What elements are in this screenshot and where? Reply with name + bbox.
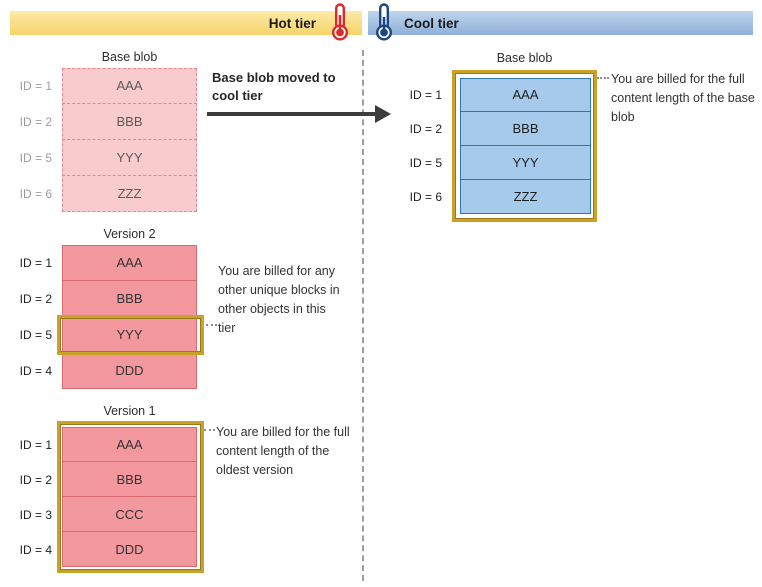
version1-title: Version 1 bbox=[103, 404, 156, 418]
block-row: ID = 3 CCC bbox=[10, 497, 220, 532]
block-row: ID = 5 YYY bbox=[401, 146, 611, 180]
block-cell: AAA bbox=[62, 68, 197, 104]
version1-table: ID = 1 AAA ID = 2 BBB ID = 3 CCC ID = 4 DDD bbox=[10, 427, 220, 567]
version1-annotation-connector bbox=[204, 429, 215, 431]
block-row: ID = 6 ZZZ bbox=[10, 176, 220, 212]
block-row: ID = 4 DDD bbox=[10, 353, 220, 389]
block-id-label: ID = 1 bbox=[19, 79, 52, 93]
hot-thermometer-icon bbox=[331, 3, 349, 41]
block-cell: DDD bbox=[62, 353, 197, 389]
block-cell: YYY bbox=[62, 140, 197, 176]
version1-annotation: You are billed for the full content leng… bbox=[216, 425, 350, 477]
block-id-label: ID = 5 bbox=[19, 328, 52, 342]
version2-title: Version 2 bbox=[103, 227, 156, 241]
block-id-label: ID = 5 bbox=[19, 151, 52, 165]
cool-tier-header: Cool tier bbox=[368, 11, 753, 35]
cool-thermometer-icon bbox=[375, 3, 393, 41]
block-cell: CCC bbox=[62, 497, 197, 532]
block-id-label: ID = 4 bbox=[19, 542, 52, 557]
block-row: ID = 5 YYY bbox=[10, 140, 220, 176]
block-id-label: ID = 6 bbox=[19, 187, 52, 201]
cool-base-annotation: You are billed for the full content leng… bbox=[611, 72, 755, 124]
block-row: ID = 5 YYY bbox=[10, 317, 220, 353]
block-cell: YYY bbox=[62, 317, 197, 353]
hot-tier-header: Hot tier bbox=[10, 11, 362, 35]
hot-base-blob-title: Base blob bbox=[101, 50, 158, 64]
block-cell: BBB bbox=[62, 104, 197, 140]
block-row: ID = 2 BBB bbox=[10, 462, 220, 497]
block-row: ID = 1 AAA bbox=[10, 68, 220, 104]
move-arrow-head bbox=[375, 105, 391, 123]
block-cell: AAA bbox=[460, 78, 591, 112]
block-row: ID = 1 AAA bbox=[401, 78, 611, 112]
version2-annotation: You are billed for any other unique bloc… bbox=[218, 264, 340, 335]
block-row: ID = 2 BBB bbox=[10, 104, 220, 140]
block-id-label: ID = 5 bbox=[409, 156, 442, 170]
block-id-label: ID = 2 bbox=[19, 292, 52, 306]
cool-base-blob-table: ID = 1 AAA ID = 2 BBB ID = 5 YYY ID = 6 ZZZ bbox=[401, 78, 611, 214]
tier-separator-dashed-line bbox=[362, 50, 364, 581]
block-row: ID = 4 DDD bbox=[10, 532, 220, 567]
block-id-label: ID = 1 bbox=[19, 437, 52, 452]
version2-annotation-connector bbox=[206, 324, 217, 326]
cool-tier-label: Cool tier bbox=[404, 15, 459, 31]
block-cell: DDD bbox=[62, 532, 197, 567]
block-id-label: ID = 1 bbox=[409, 88, 442, 102]
block-id-label: ID = 2 bbox=[19, 115, 52, 129]
cool-base-annotation-connector bbox=[597, 77, 609, 79]
cool-base-blob-title: Base blob bbox=[496, 51, 553, 65]
block-cell: BBB bbox=[62, 281, 197, 317]
block-id-label: ID = 6 bbox=[409, 190, 442, 204]
block-row: ID = 2 BBB bbox=[10, 281, 220, 317]
block-id-label: ID = 1 bbox=[19, 256, 52, 270]
block-row: ID = 1 AAA bbox=[10, 245, 220, 281]
move-annotation: Base blob moved to cool tier bbox=[212, 70, 336, 103]
hot-base-blob-table: ID = 1 AAA ID = 2 BBB ID = 5 YYY ID = 6 ZZZ bbox=[10, 68, 220, 212]
block-row: ID = 6 ZZZ bbox=[401, 180, 611, 214]
block-cell: BBB bbox=[62, 462, 197, 497]
block-cell: AAA bbox=[62, 245, 197, 281]
block-id-label: ID = 2 bbox=[19, 472, 52, 487]
block-cell: ZZZ bbox=[62, 176, 197, 212]
block-id-label: ID = 4 bbox=[19, 364, 52, 378]
block-row: ID = 1 AAA bbox=[10, 427, 220, 462]
block-row: ID = 2 BBB bbox=[401, 112, 611, 146]
hot-tier-label: Hot tier bbox=[268, 15, 316, 31]
block-id-label: ID = 2 bbox=[409, 122, 442, 136]
block-cell: BBB bbox=[460, 112, 591, 146]
block-id-label: ID = 3 bbox=[19, 507, 52, 522]
block-cell: ZZZ bbox=[460, 180, 591, 214]
move-arrow bbox=[207, 112, 377, 116]
block-cell: AAA bbox=[62, 427, 197, 462]
version2-table: ID = 1 AAA ID = 2 BBB ID = 5 YYY ID = 4 DDD bbox=[10, 245, 220, 389]
block-cell: YYY bbox=[460, 146, 591, 180]
